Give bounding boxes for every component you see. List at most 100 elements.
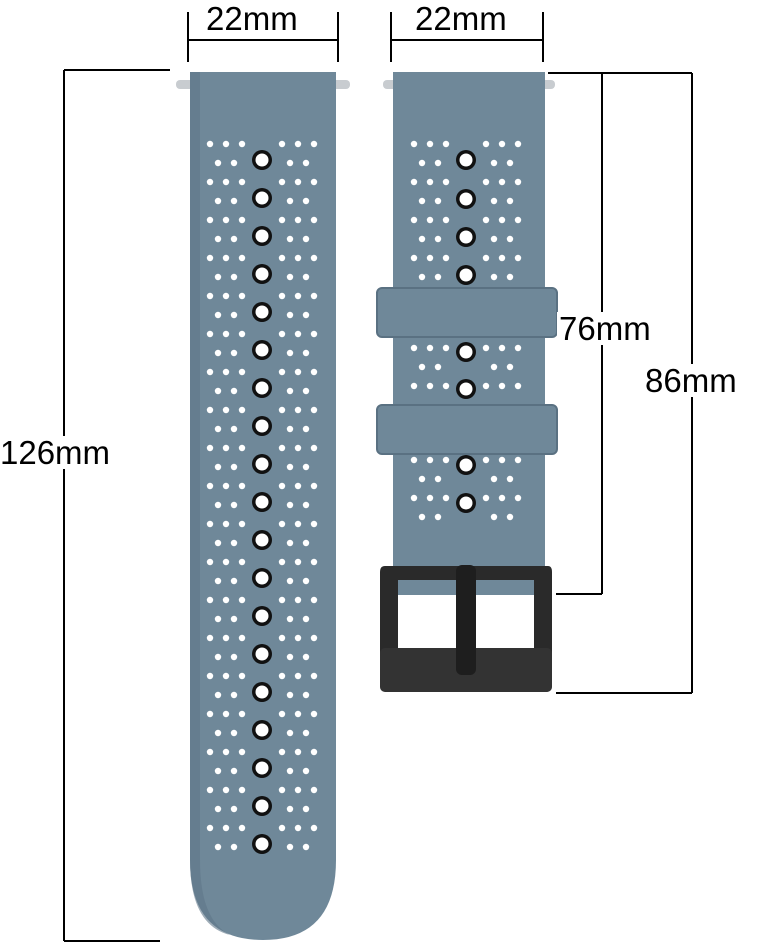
perforation-dot <box>434 235 442 243</box>
perforation-dot <box>302 577 310 585</box>
perforation-dot <box>426 382 434 390</box>
buckle-strap-total-length-label: 86mm <box>643 362 739 399</box>
perforation-dot <box>442 216 450 224</box>
long-strap <box>176 72 350 940</box>
perforation-dot <box>506 159 514 167</box>
dimension-lines <box>63 12 693 942</box>
perforation-dot <box>230 577 238 585</box>
buckle-strap-holes <box>410 140 522 521</box>
perforation-dot <box>278 444 286 452</box>
perforation-dot <box>230 691 238 699</box>
perforation-dot <box>214 767 222 775</box>
perforation-dot <box>206 368 214 376</box>
perforation-dot <box>302 843 310 851</box>
perforation-dot <box>514 140 522 148</box>
perforation-dot <box>206 444 214 452</box>
perforation-dot <box>514 344 522 352</box>
perforation-dot <box>302 805 310 813</box>
perforation-dot <box>442 456 450 464</box>
perforation-dot <box>206 710 214 718</box>
perforation-dot <box>310 254 318 262</box>
perforation-dot <box>498 456 506 464</box>
buckle-hole <box>459 268 473 282</box>
buckle-hole <box>255 381 269 395</box>
perforation-dot <box>214 615 222 623</box>
perforation-dot <box>294 330 302 338</box>
perforation-dot <box>294 748 302 756</box>
buckle-strap-inner-length-label: 76mm <box>557 310 653 347</box>
buckle-hole <box>459 230 473 244</box>
perforation-dot <box>230 235 238 243</box>
perforation-dot <box>214 235 222 243</box>
perforation-dot <box>506 363 514 371</box>
perforation-dot <box>278 482 286 490</box>
perforation-dot <box>490 363 498 371</box>
perforation-dot <box>230 159 238 167</box>
long-strap-width-label: 22mm <box>206 0 298 37</box>
perforation-dot <box>506 197 514 205</box>
buckle-hole <box>255 799 269 813</box>
perforation-dot <box>418 363 426 371</box>
perforation-dot <box>278 710 286 718</box>
perforation-dot <box>418 235 426 243</box>
perforation-dot <box>230 653 238 661</box>
buckle-hole <box>459 458 473 472</box>
perforation-dot <box>286 577 294 585</box>
perforation-dot <box>238 748 246 756</box>
perforation-dot <box>286 843 294 851</box>
perforation-dot <box>426 178 434 186</box>
perforation-dot <box>278 786 286 794</box>
perforation-dot <box>278 330 286 338</box>
perforation-dot <box>286 349 294 357</box>
buckle-hole <box>255 647 269 661</box>
perforation-dot <box>206 748 214 756</box>
perforation-dot <box>506 235 514 243</box>
buckle-strap-width-label: 22mm <box>415 0 507 37</box>
perforation-dot <box>286 273 294 281</box>
perforation-dot <box>206 292 214 300</box>
perforation-dot <box>230 805 238 813</box>
buckle-hole <box>255 723 269 737</box>
buckle-hole <box>255 343 269 357</box>
perforation-dot <box>278 748 286 756</box>
perforation-dot <box>214 349 222 357</box>
perforation-dot <box>206 634 214 642</box>
perforation-dot <box>238 216 246 224</box>
perforation-dot <box>286 311 294 319</box>
perforation-dot <box>206 140 214 148</box>
perforation-dot <box>514 178 522 186</box>
perforation-dot <box>302 501 310 509</box>
perforation-dot <box>310 786 318 794</box>
perforation-dot <box>410 254 418 262</box>
perforation-dot <box>294 558 302 566</box>
perforation-dot <box>434 197 442 205</box>
perforation-dot <box>278 596 286 604</box>
perforation-dot <box>442 178 450 186</box>
perforation-dot <box>222 444 230 452</box>
buckle-hole <box>459 496 473 510</box>
perforation-dot <box>294 178 302 186</box>
perforation-dot <box>310 596 318 604</box>
perforation-dot <box>302 387 310 395</box>
perforation-dot <box>214 805 222 813</box>
perforation-dot <box>286 197 294 205</box>
perforation-dot <box>442 140 450 148</box>
perforation-dot <box>490 159 498 167</box>
perforation-dot <box>310 520 318 528</box>
perforation-dot <box>222 596 230 604</box>
perforation-dot <box>418 159 426 167</box>
perforation-dot <box>278 824 286 832</box>
perforation-dot <box>206 596 214 604</box>
perforation-dot <box>214 425 222 433</box>
perforation-dot <box>278 406 286 414</box>
perforation-dot <box>294 216 302 224</box>
perforation-dot <box>482 216 490 224</box>
perforation-dot <box>294 292 302 300</box>
perforation-dot <box>514 216 522 224</box>
perforation-dot <box>302 159 310 167</box>
perforation-dot <box>230 349 238 357</box>
long-strap-shading <box>190 72 230 935</box>
keeper-loop-1 <box>377 288 557 337</box>
perforation-dot <box>230 425 238 433</box>
